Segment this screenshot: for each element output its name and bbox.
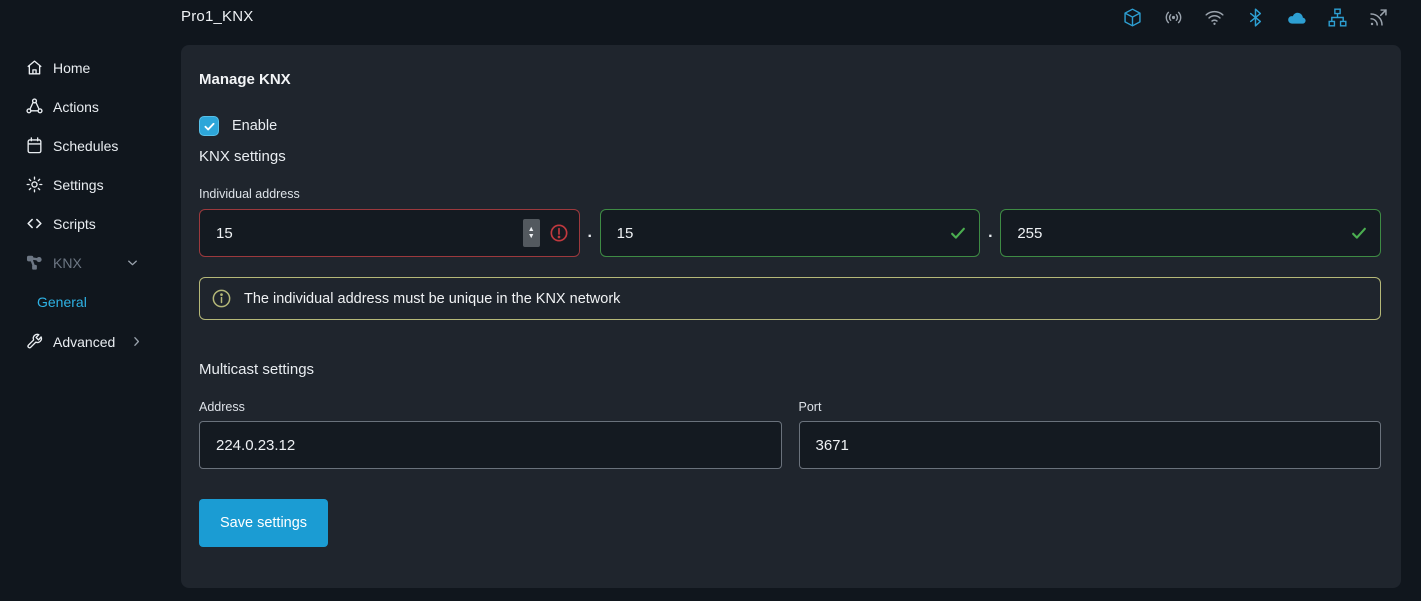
cube-icon [1122, 7, 1143, 28]
enable-row: Enable [199, 116, 1381, 136]
address-separator: . [988, 224, 993, 241]
network-icon [1327, 7, 1348, 28]
number-spinner[interactable]: ▲▼ [522, 219, 540, 247]
individual-address-field-1: ▲▼ [199, 209, 580, 257]
sidebar-item-actions[interactable]: Actions [0, 87, 181, 126]
sidebar-item-label: Actions [53, 98, 99, 115]
knx-settings-heading: KNX settings [199, 148, 286, 165]
knx-icon [25, 253, 44, 272]
error-icon [549, 223, 569, 248]
sidebar-item-knx[interactable]: KNX [0, 243, 181, 282]
multicast-grid: Address Port [199, 378, 1381, 469]
port-label: Port [798, 400, 822, 414]
sidebar-item-schedules[interactable]: Schedules [0, 126, 181, 165]
panel-heading: Manage KNX [199, 71, 291, 88]
cloud-icon [1286, 7, 1307, 28]
sidebar-item-label: Home [53, 59, 91, 76]
info-message: The individual address must be unique in… [244, 290, 621, 307]
individual-address-input-3[interactable] [1000, 209, 1382, 257]
chevron-down-icon [126, 256, 139, 269]
sidebar-item-general[interactable]: General [37, 294, 87, 310]
individual-address-input-2[interactable] [599, 209, 981, 257]
wifi-icon [1204, 7, 1225, 28]
sidebar-item-label: Advanced [53, 333, 116, 350]
multicast-port-input[interactable] [798, 421, 1381, 469]
top-bar: Pro1_KNX [0, 0, 1421, 45]
sidebar-item-scripts[interactable]: Scripts [0, 204, 181, 243]
sidebar-item-label: Scripts [53, 215, 96, 232]
sidebar: Home Actions Schedules Settings [0, 45, 181, 601]
wrench-icon [25, 332, 44, 351]
individual-address-row: ▲▼ . . [199, 209, 1382, 257]
valid-check-icon [1349, 223, 1369, 248]
chevron-right-icon [130, 335, 143, 348]
sidebar-item-label: Settings [53, 176, 104, 193]
actions-icon [25, 97, 44, 116]
sidebar-item-label: KNX [53, 254, 82, 271]
individual-address-field-3 [1000, 209, 1382, 257]
multicast-address-input[interactable] [199, 421, 782, 469]
nfc-icon [1368, 7, 1389, 28]
multicast-port-col: Port [798, 378, 1381, 469]
sidebar-item-settings[interactable]: Settings [0, 165, 181, 204]
multicast-heading: Multicast settings [199, 361, 315, 378]
broadcast-icon [1163, 7, 1184, 28]
individual-address-field-2 [599, 209, 981, 257]
address-separator: . [587, 224, 592, 241]
address-label: Address [199, 400, 245, 414]
status-icon-row [1122, 7, 1389, 28]
info-icon [211, 288, 232, 309]
sidebar-item-label: Schedules [53, 137, 119, 154]
home-icon [25, 58, 44, 77]
calendar-icon [25, 136, 44, 155]
page-title: Pro1_KNX [181, 8, 254, 25]
code-icon [25, 214, 44, 233]
save-settings-button[interactable]: Save settings [199, 499, 329, 547]
enable-checkbox[interactable] [199, 116, 219, 136]
info-banner: The individual address must be unique in… [199, 277, 1381, 320]
multicast-address-col: Address [199, 378, 782, 469]
individual-address-label: Individual address [199, 187, 300, 201]
manage-knx-panel: Manage KNX Enable KNX settings Individua… [181, 45, 1401, 588]
enable-label: Enable [232, 118, 278, 134]
bluetooth-icon [1245, 7, 1266, 28]
gear-icon [25, 175, 44, 194]
sidebar-item-advanced[interactable]: Advanced [0, 322, 181, 361]
valid-check-icon [948, 223, 968, 248]
sidebar-item-home[interactable]: Home [0, 48, 181, 87]
individual-address-input-1[interactable] [199, 209, 580, 257]
